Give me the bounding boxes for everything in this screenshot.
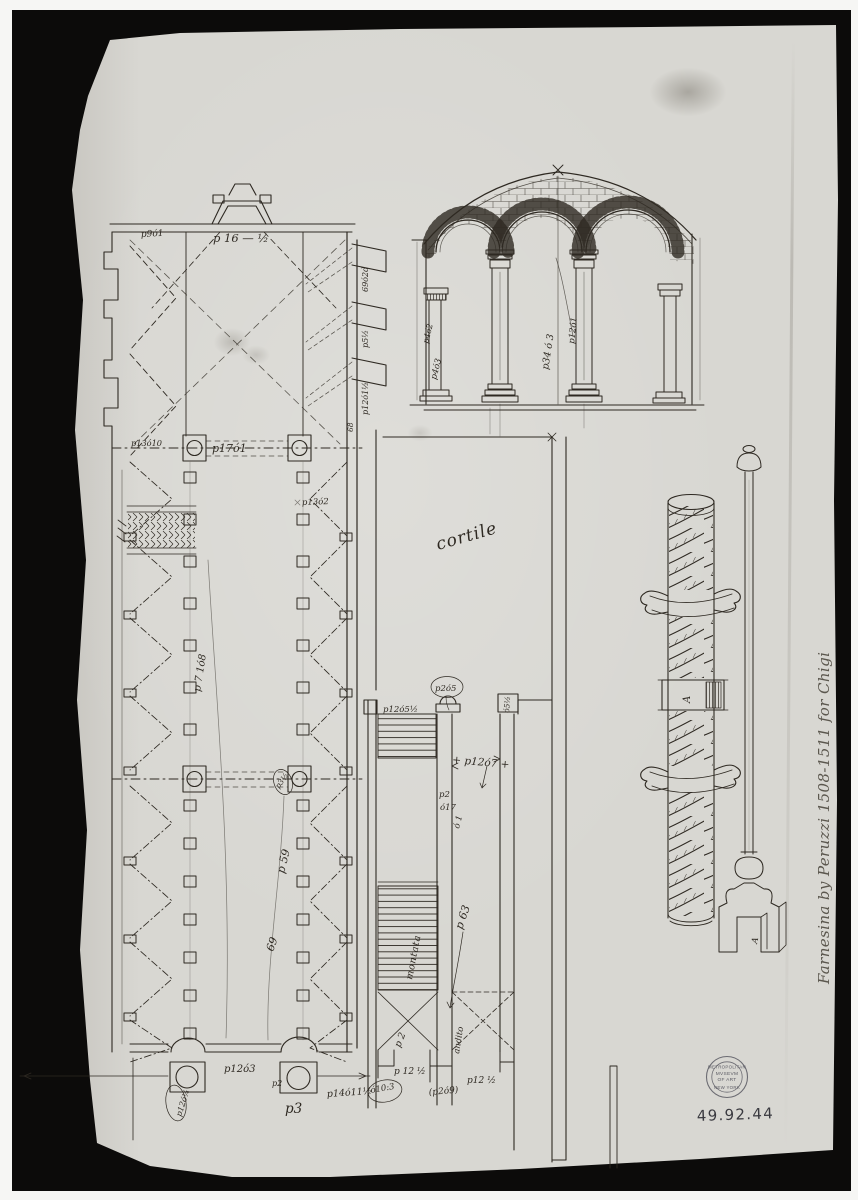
plan-annotation-chapel2: p5½ — [361, 330, 370, 348]
stair-annotation-small: ó 1 — [451, 814, 465, 830]
column-band-label: A — [682, 696, 693, 704]
plan-annotation-pier-width: p17ó1 — [212, 442, 247, 455]
plan-annotation-pier-left: p13ó10 — [131, 438, 162, 448]
stair-annotation-bay: p 2 — [393, 1031, 409, 1049]
stamp-line1: METROPOLITAN — [708, 1065, 746, 1070]
baluster-base-label: A — [750, 937, 761, 946]
church-plan: p9ó1 p 16 — ½ p13ó10 p17ó1 p13ó2 p 7 1ó8… — [19, 183, 403, 1141]
right-chapel-niches — [305, 243, 387, 407]
arcade-annotation-dim2: p4ó2 — [421, 323, 435, 345]
met-stamp: METROPOLITAN MVSEVM OF ART NEW YORK — [705, 1055, 749, 1099]
stair-annotation-length: p 63 — [453, 904, 473, 931]
facade — [109, 183, 356, 233]
upper-hall-diagonals — [129, 231, 346, 457]
corridor-walls — [363, 689, 618, 1169]
nave-colonnade — [183, 471, 310, 1040]
courtyard-plan: cortile — [375, 403, 585, 1161]
arcade-annotation-dim3: p34 ó 3 — [540, 333, 556, 370]
stair-annotation-bottom2: (p2ó9) — [428, 1084, 459, 1098]
landing-bays — [377, 991, 515, 1083]
plan-annotations: p9ó1 p 16 — ½ p13ó10 p17ó1 p13ó2 p 7 1ó8… — [131, 228, 395, 1118]
plan-annotation-base3: p3 — [285, 1101, 302, 1117]
arcade-annotations: p4ó2 p4ó3 p34 ó 3 p12ó1 — [421, 317, 580, 381]
arcade-elevation: p4ó2 p4ó3 p34 ó 3 p12ó1 — [409, 164, 705, 411]
stair-annotation-right: ó5½ — [502, 696, 512, 713]
plan-bottom-end — [19, 1036, 371, 1141]
plan-annotation-length2: p 59 — [274, 848, 293, 875]
column-band-block — [657, 679, 729, 711]
accession-number: 49.92.44 — [697, 1104, 775, 1125]
pier-rows — [111, 434, 363, 793]
corridor-word: andito — [452, 1026, 466, 1054]
stair-flight-lower — [377, 881, 439, 991]
column-collar-lower — [640, 764, 741, 793]
courtyard-label: cortile — [434, 518, 500, 554]
herringbone-block — [116, 505, 197, 555]
stair-annotation-column: p2ó5 — [435, 683, 456, 694]
arcade-columns — [419, 249, 686, 404]
plan-annotation-length3: 69 — [264, 935, 281, 953]
plan-annotation-base4: p12ó¼ — [174, 1088, 191, 1117]
stair-annotation-wall-b: ó17 — [440, 802, 457, 813]
annotation-circles — [165, 769, 403, 1122]
plan-annotation-base1: p12ó3 — [224, 1064, 256, 1075]
stair-top-column — [435, 695, 461, 713]
arcade-annotation-dim1: p4ó3 — [428, 357, 444, 380]
plan-annotation-base2: p2 — [272, 1079, 282, 1088]
baluster-fork-base — [718, 882, 787, 953]
staircase-plan: p2ó5 p12ó5½ ó5½ + p12ó7 + p2 ó17 ó 1 p 6… — [363, 676, 618, 1169]
construction-leaders — [207, 499, 301, 1041]
dimension-marks — [446, 755, 501, 1009]
baluster-drawing: A — [718, 445, 787, 953]
plan-annotation-bay: p13ó2 — [302, 496, 329, 508]
plan-annotation-chapel1: 69ó2d — [361, 267, 370, 292]
stamp-line2: MVSEVM — [716, 1071, 739, 1077]
plan-annotation-nave-length: p 7 1ó8 — [192, 653, 209, 692]
twisted-column-drawing: A — [640, 493, 741, 927]
plan-annotation-top-width: p 16 — ½ — [213, 231, 269, 245]
column-collar-upper — [640, 588, 741, 617]
stamp-line3: OF ART — [717, 1077, 736, 1083]
stair-annotation-width: + p12ó7 + — [452, 754, 510, 771]
aisle-vault-zigzags — [129, 461, 348, 1063]
arcade-annotation-dim4: p12ó1 — [566, 317, 580, 345]
chapel-wall-stubs — [123, 532, 353, 1022]
stair-annotation-left: p12ó5½ — [383, 704, 418, 715]
plan-annotation-top-left: p9ó1 — [141, 228, 164, 240]
stair-annotations: p2ó5 p12ó5½ ó5½ + p12ó7 + p2 ó17 ó 1 p 6… — [383, 683, 512, 1098]
outer-walls — [103, 231, 358, 1053]
collector-inscription: Farnesina by Peruzzi 1508-1511 for Chigi — [815, 652, 833, 985]
stair-flight-upper — [377, 713, 437, 759]
stamp-line4: NEW YORK — [714, 1085, 740, 1090]
stair-annotation-bottom1: p 12 ½ — [394, 1066, 426, 1077]
plan-annotation-base6: ó10:3 — [370, 1081, 396, 1096]
arches — [421, 195, 685, 259]
stair-annotation-wall-a: p2 — [439, 790, 450, 800]
stair-annotation-bottom3: p12 ½ — [467, 1075, 496, 1086]
plan-annotation-chapel3: p12ó1½ — [361, 382, 370, 415]
plan-annotation-base5: p14ó11½ — [326, 1086, 372, 1100]
plan-annotation-chapel4: 68 — [346, 422, 355, 432]
